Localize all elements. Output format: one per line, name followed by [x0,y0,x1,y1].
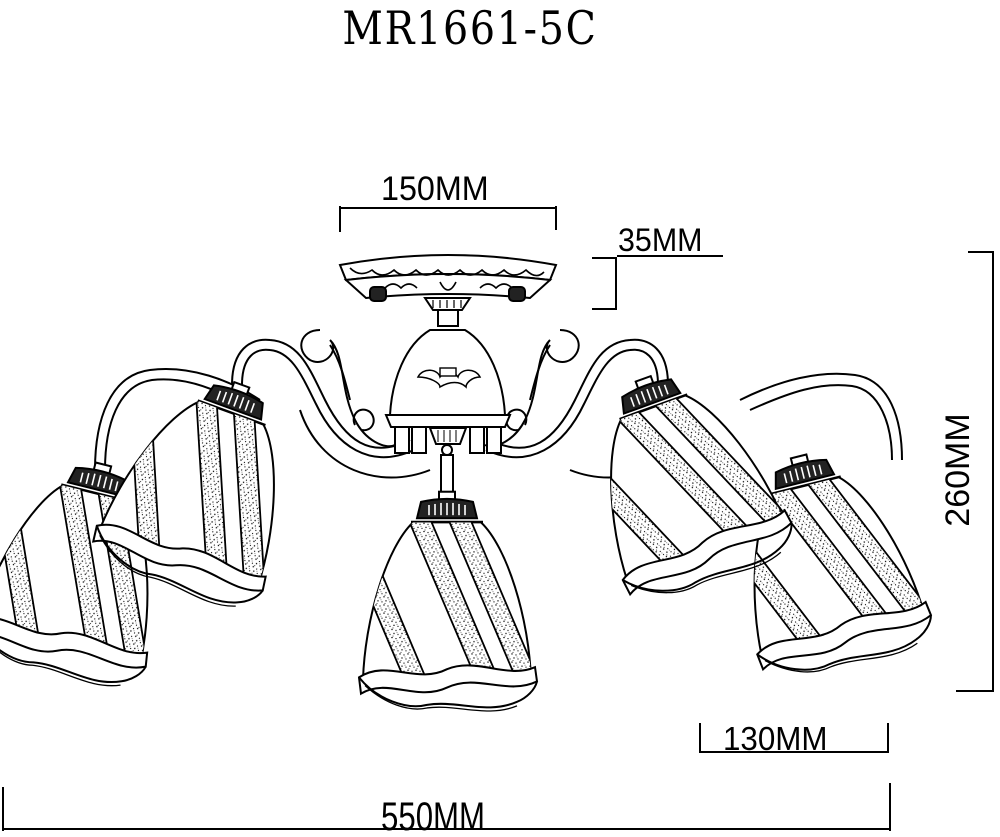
canopy-width-label: 150MM [381,170,489,208]
overall-height-label: 260MM [939,413,977,527]
overall-width-label: 550MM [381,795,486,837]
ceiling-canopy-icon [338,254,558,327]
dimension-lines [2,206,994,831]
canopy-height-label: 35MM [618,222,703,258]
bell-shade-icon [357,492,547,711]
central-dome-icon [384,329,512,496]
model-title: MR1661-5C [342,1,598,55]
scroll-arm-icon [231,329,669,459]
shade-width-label: 130MM [723,720,828,757]
